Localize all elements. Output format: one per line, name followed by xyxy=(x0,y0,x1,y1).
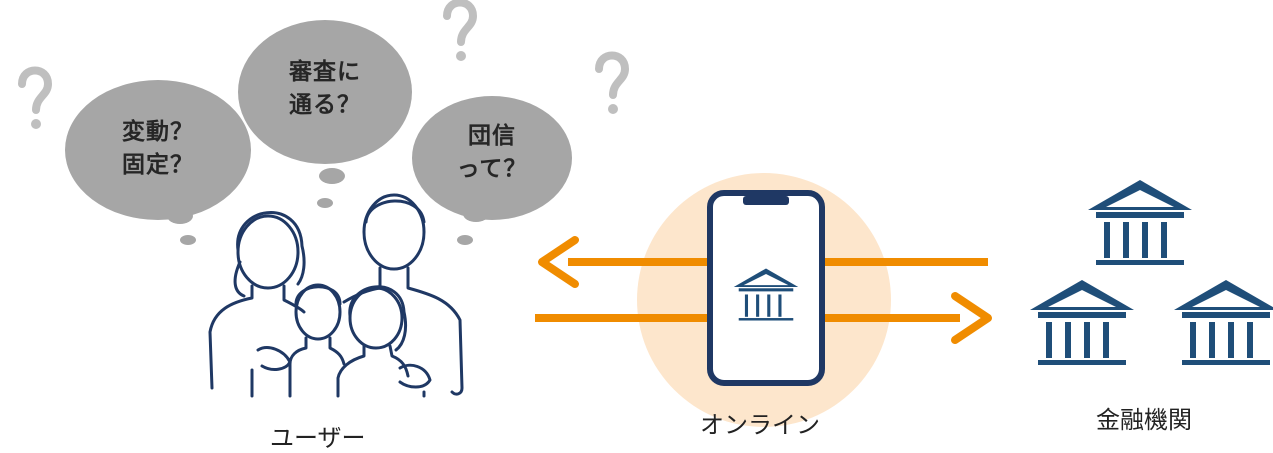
bank-icon xyxy=(1030,280,1134,365)
thought-bubble-2 xyxy=(238,20,412,208)
user-label: ユーザー xyxy=(270,424,366,452)
question-mark-icon xyxy=(447,3,473,62)
bubble-text-3: 団信 って？ xyxy=(432,120,552,186)
bubble-3-line2: って？ xyxy=(456,156,528,182)
bubble-1-line2: 固定？ xyxy=(122,152,194,178)
question-mark-icon xyxy=(22,71,48,130)
thought-bubble-3 xyxy=(412,96,572,245)
bank-icon-phone xyxy=(733,268,799,321)
bubble-3-line1: 団信 xyxy=(468,123,516,149)
smartphone-icon xyxy=(707,190,825,386)
institution-label: 金融機関 xyxy=(1096,406,1192,434)
bubble-2-line1: 審査に xyxy=(289,59,361,85)
bubble-text-2: 審査に 通る？ xyxy=(265,56,385,122)
bubble-2-line2: 通る？ xyxy=(289,92,361,118)
bank-icon xyxy=(1088,180,1192,265)
question-mark-icon xyxy=(599,56,625,115)
bank-icon xyxy=(1174,280,1273,365)
online-label: オンライン xyxy=(700,411,820,439)
family-icon xyxy=(208,193,464,398)
bubble-text-1: 変動？ 固定？ xyxy=(98,116,218,182)
thought-bubble-1 xyxy=(65,80,251,245)
bubble-1-line1: 変動？ xyxy=(122,119,194,145)
